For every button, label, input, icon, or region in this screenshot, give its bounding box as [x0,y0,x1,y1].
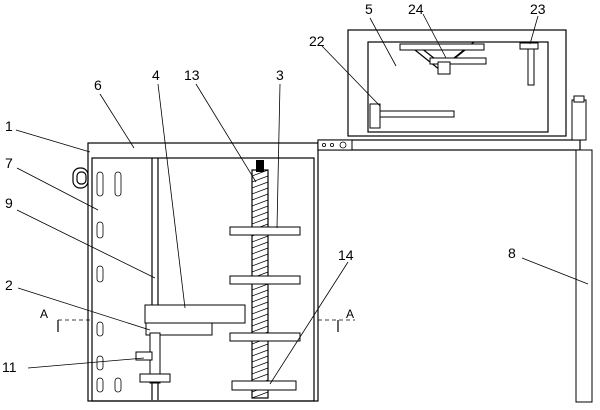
section-mark-right: A [346,307,354,321]
shelf-plates [229,226,301,391]
left-wall-slots [96,171,122,393]
upper-box [347,29,567,137]
label-11: 11 [2,359,17,375]
label-13: 13 [184,67,200,83]
label-5: 5 [365,1,373,17]
label-24: 24 [408,1,424,17]
label-8: 8 [508,245,516,261]
label-9: 9 [5,195,13,211]
label-2: 2 [5,277,13,293]
side-handle [72,167,89,189]
slider-block [135,304,246,384]
label-4: 4 [152,67,160,83]
part-labels: 1 2 3 4 5 6 7 8 9 11 13 14 22 23 24 A A [2,1,546,375]
main-cabinet [87,142,319,402]
section-mark-left: A [40,307,48,321]
label-22: 22 [309,33,325,49]
label-3: 3 [276,67,284,83]
section-line [57,319,355,332]
label-7: 7 [5,155,13,171]
label-23: 23 [530,1,546,17]
label-14: 14 [338,247,354,263]
label-1: 1 [5,118,13,134]
label-6: 6 [94,77,102,93]
top-shelf-board [317,139,581,151]
leader-lines [15,13,589,385]
support-leg [571,95,593,403]
